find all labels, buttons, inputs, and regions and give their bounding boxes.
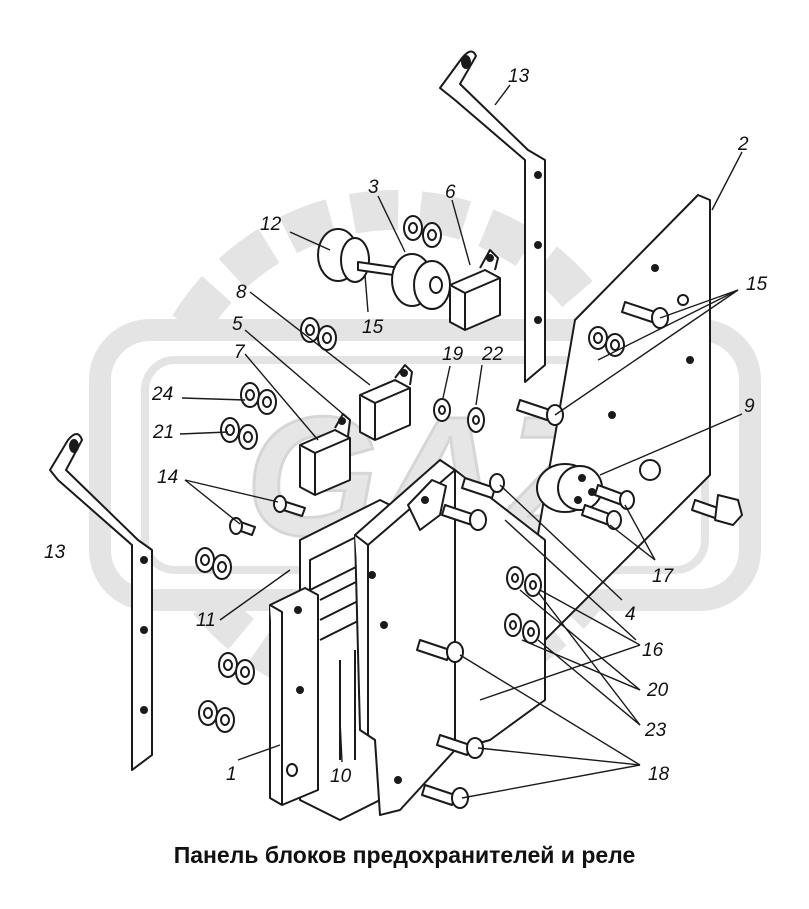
callout-8: 8 [236,282,247,303]
callout-4: 4 [625,604,636,625]
callout-22: 22 [481,344,504,365]
screws-middle [441,399,564,531]
callout-17: 17 [652,566,675,587]
relay-block-8 [359,364,413,441]
nuts-24 [240,382,277,415]
callout-19: 19 [442,344,464,365]
callout-6: 6 [445,182,456,203]
callouts: 13 2 3 6 12 15 8 5 15 19 22 7 24 21 9 14… [44,66,768,787]
callout-2: 2 [737,134,749,155]
relay-9 [536,463,603,513]
screws-14 [229,495,306,536]
clip-4 [407,479,447,531]
callout-18: 18 [648,764,670,785]
callout-12: 12 [260,214,282,235]
callout-11: 11 [196,610,216,631]
callout-23: 23 [644,720,667,741]
bolt-loose-right [691,494,743,526]
callout-15-left: 15 [362,317,384,338]
callout-24: 24 [151,384,173,405]
nuts-15-right [588,326,625,357]
bracket-13-left [49,433,153,771]
rear-mounting-plate [454,469,546,751]
callout-7: 7 [234,342,246,363]
washer-22 [467,407,485,433]
nuts-16-20-23 [504,566,542,644]
callout-13-left: 13 [44,542,66,563]
callout-21: 21 [152,422,174,443]
nuts-21 [220,417,258,450]
screws-18 [416,639,484,809]
callout-5: 5 [232,314,243,335]
callout-3: 3 [368,177,379,198]
callout-1: 1 [226,764,237,785]
bracket-13-top [439,50,546,383]
callout-20: 20 [646,680,669,701]
capacitor-3 [391,253,451,310]
callout-9: 9 [744,396,755,417]
nuts-near-3 [403,215,442,248]
callout-13-top: 13 [508,66,530,87]
figure-caption: Панель блоков предохранителей и реле [173,842,636,868]
callout-10: 10 [330,766,352,787]
bracket-1 [269,587,319,806]
callout-14: 14 [157,467,178,488]
nuts-left-lower-1 [195,547,232,580]
leader-lines [179,84,743,799]
callout-15-right: 15 [746,274,768,295]
resistor-12 [317,228,401,283]
screws-17 [581,484,635,530]
nuts-left-15 [300,317,337,351]
nuts-left-lower-3 [198,700,235,733]
front-plate [354,459,456,816]
callout-16: 16 [642,640,664,661]
nut-19 [433,398,451,422]
nuts-left-lower-2 [218,652,255,685]
relay-block-6 [449,249,501,331]
